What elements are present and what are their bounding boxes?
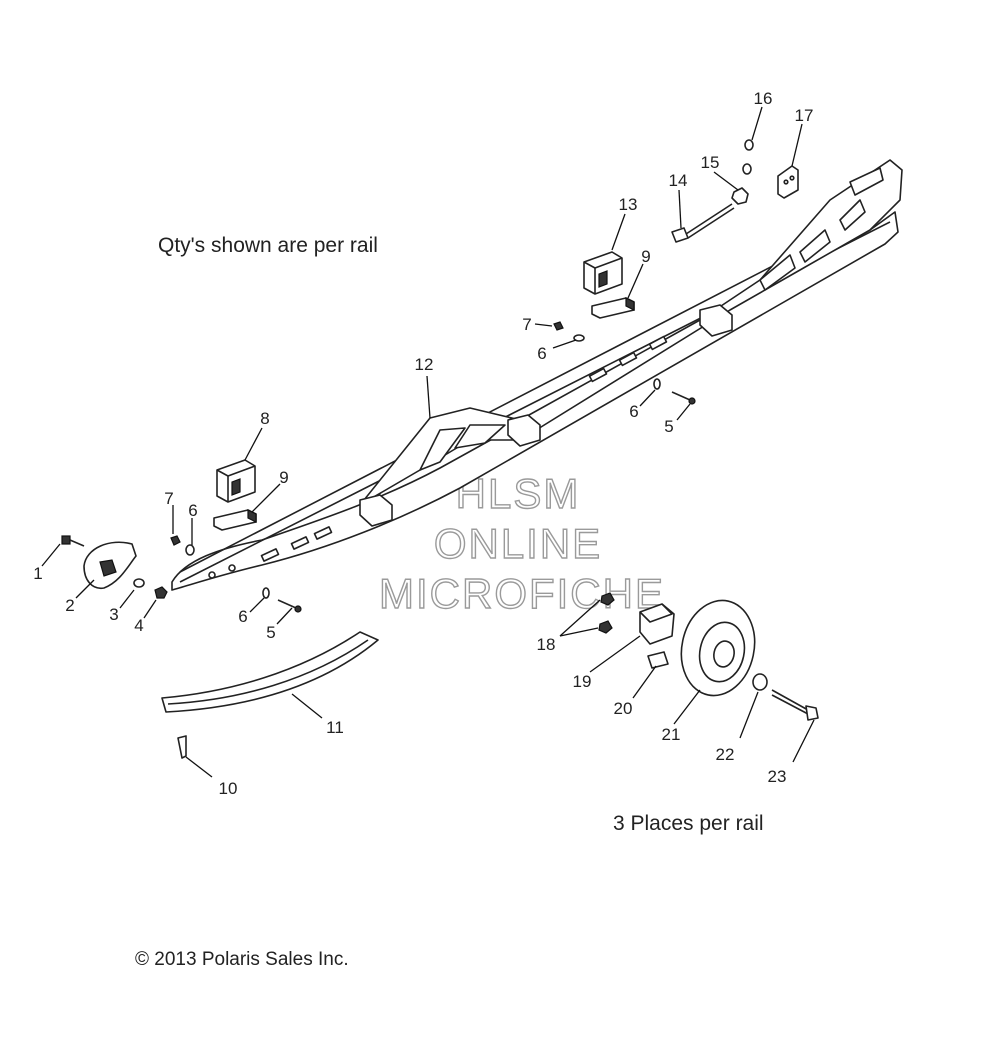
idler-wheel-21 (680, 599, 756, 697)
watermark-line-3: MICROFICHE (379, 570, 665, 617)
callout-17: 17 (795, 106, 814, 125)
fasteners-16 (742, 139, 754, 175)
callout-22: 22 (716, 745, 735, 764)
nut-7a (170, 535, 181, 546)
bolt-14 (671, 203, 735, 243)
watermark: HLSM ONLINE MICROFICHE (378, 469, 665, 617)
wear-strip-11 (161, 631, 379, 713)
nut-7b (553, 321, 564, 331)
washer-6d (262, 587, 270, 599)
bolt-1 (61, 535, 85, 547)
block-8 (216, 459, 256, 503)
callout-23: 23 (768, 767, 787, 786)
callout-9b: 9 (641, 247, 650, 266)
washer-3 (133, 578, 145, 588)
nuts-18 (598, 592, 615, 634)
bolt-5b (277, 599, 302, 613)
callout-19: 19 (573, 672, 592, 691)
washer-6c (653, 378, 661, 390)
callout-20: 20 (614, 699, 633, 718)
bolt-20 (647, 651, 669, 669)
leader-lines (41, 106, 815, 778)
spacer-19 (639, 603, 675, 645)
block-13 (583, 251, 623, 295)
watermark-line-2: ONLINE (434, 520, 602, 567)
rivet-10 (177, 735, 187, 759)
callout-21: 21 (662, 725, 681, 744)
callout-1: 1 (33, 564, 42, 583)
callout-13: 13 (619, 195, 638, 214)
bracket-17 (777, 165, 799, 199)
callout-6d: 6 (238, 607, 247, 626)
callout-16: 16 (754, 89, 773, 108)
washer-22 (752, 673, 768, 691)
callout-3: 3 (109, 605, 118, 624)
washer-6a (185, 544, 195, 556)
bolt-5a (671, 391, 696, 405)
callout-11: 11 (326, 718, 344, 737)
callout-12: 12 (415, 355, 434, 374)
washer-6b (573, 334, 585, 342)
callout-6b: 6 (537, 344, 546, 363)
callout-2: 2 (65, 596, 74, 615)
callout-7b: 7 (522, 315, 531, 334)
callout-7a: 7 (164, 489, 173, 508)
slide-rail-12 (171, 159, 903, 591)
callouts: 1 2 3 4 7 6 8 9 6 5 12 13 9 7 6 6 5 14 1… (33, 89, 813, 798)
slider-9b (591, 297, 635, 319)
places-note: 3 Places per rail (613, 812, 764, 835)
slider-9a (213, 509, 257, 531)
callout-6c: 6 (629, 402, 638, 421)
callout-18: 18 (537, 635, 556, 654)
callout-4: 4 (134, 616, 143, 635)
copyright: © 2013 Polaris Sales Inc. (135, 949, 349, 970)
callout-14: 14 (669, 171, 688, 190)
bolt-23 (771, 689, 819, 721)
callout-9a: 9 (279, 468, 288, 487)
callout-10: 10 (219, 779, 238, 798)
qty-note: Qty's shown are per rail (158, 234, 378, 257)
callout-15: 15 (701, 153, 720, 172)
nut-15 (731, 187, 749, 205)
callout-5b: 5 (266, 623, 275, 642)
callout-6a: 6 (188, 501, 197, 520)
callout-5a: 5 (664, 417, 673, 436)
callout-8: 8 (260, 409, 269, 428)
nut-4 (154, 586, 168, 599)
